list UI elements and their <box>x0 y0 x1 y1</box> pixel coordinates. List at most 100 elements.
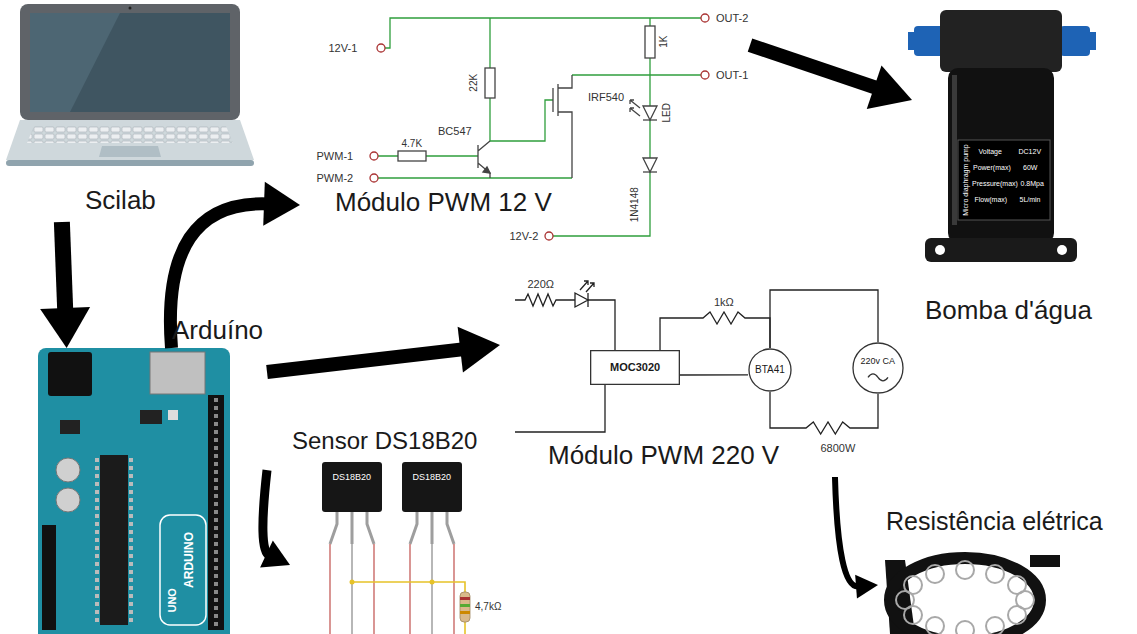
wire-connector <box>660 312 770 350</box>
node-caption: Arduíno <box>172 316 263 346</box>
arrow-stem <box>170 204 267 348</box>
wire <box>553 18 650 236</box>
led-symbol <box>643 106 657 120</box>
resistor-symbol <box>515 294 575 306</box>
ac-source-symbol: 220v CA <box>852 342 904 394</box>
label-holder: Pressure(max) <box>972 180 1018 188</box>
pump-foot <box>925 238 1077 262</box>
capacitor <box>56 488 80 512</box>
label-holder: BC547 <box>437 125 473 138</box>
terminal <box>377 44 385 52</box>
microcontroller-chip <box>100 455 128 625</box>
plate-text: 60W <box>1023 164 1037 172</box>
label-holder: 60W <box>1023 164 1037 172</box>
pwm-12v-module: Módulo PWM 12 V <box>300 0 750 245</box>
arduino-icon <box>38 348 230 634</box>
wire <box>515 385 605 432</box>
label-holder: 12V-1 <box>328 42 359 55</box>
plate-text: Pressure(max) <box>972 180 1018 188</box>
label-holder: LED <box>656 107 677 119</box>
label-holder: 220Ω <box>527 278 556 291</box>
pump-highlight <box>952 75 957 225</box>
led-light <box>580 281 594 292</box>
wire <box>352 544 432 634</box>
label-holder: IRF540 <box>587 91 625 104</box>
pump-photo <box>908 10 1096 262</box>
sensor-group: Sensor DS18B20DS18B20DS18B20 <box>290 425 500 634</box>
pump-head <box>940 10 1062 72</box>
resistor-value: 1K <box>658 35 670 49</box>
arrow-stem <box>62 222 65 312</box>
terminal-label: 12V-1 <box>328 42 359 55</box>
arrow-head <box>855 575 878 599</box>
terminal <box>370 152 378 160</box>
resistor-value: 22K <box>468 73 480 93</box>
pump-nipple <box>1086 32 1096 50</box>
symbol-circle <box>853 343 903 393</box>
wire <box>378 155 478 156</box>
node-caption: Bomba d'água <box>925 296 1092 326</box>
label-holder: PWM-1 <box>316 150 355 163</box>
laptop-keyboard <box>27 126 233 143</box>
sensor-wiring <box>330 512 470 634</box>
plate-text: 5L/min <box>1020 196 1041 204</box>
pin-header <box>208 395 224 630</box>
terminal-label: 12V-2 <box>509 230 540 243</box>
board-logo: ARDUINO <box>183 532 197 588</box>
node-caption: DS18B20 <box>333 472 372 482</box>
flow-arrow <box>260 470 290 567</box>
plate-text: 0.8Mpa <box>1021 180 1044 188</box>
terminal <box>701 14 709 22</box>
heating-element: Resistência elétrica <box>878 505 1134 634</box>
laptop-front <box>6 160 254 166</box>
wire <box>680 374 748 375</box>
mount-hole <box>1057 245 1067 255</box>
transistor-symbol <box>478 141 490 178</box>
terminal <box>370 174 378 182</box>
resistor-value: 220Ω <box>527 278 556 291</box>
node-caption: Módulo PWM 220 V <box>548 441 779 471</box>
symbol-circle <box>749 349 791 391</box>
optocoupler-box: MOC3020 <box>590 350 680 385</box>
node-caption: Sensor DS18B20 <box>292 427 477 455</box>
plate-text: Voltage <box>979 148 1002 156</box>
part-name: 1N4148 <box>628 186 640 223</box>
heater-coil <box>896 561 1034 634</box>
board-logo: UNO <box>166 588 179 612</box>
arduino-board: Arduíno <box>38 348 267 634</box>
arrow-stem <box>263 470 269 555</box>
flow-arrow <box>40 222 90 348</box>
arrow-stem <box>750 45 878 88</box>
label-holder: 4.7K <box>401 138 424 150</box>
arrow-head <box>40 307 90 348</box>
resistor-band <box>460 604 470 607</box>
terminal-label: OUT-1 <box>715 69 749 82</box>
logo-frame <box>160 515 206 625</box>
wire-connector <box>770 290 878 348</box>
header-pins <box>214 398 218 628</box>
pump-body <box>948 68 1054 243</box>
node-caption: Scilab <box>85 186 156 216</box>
water-pump: Bomba d'água <box>912 0 1134 345</box>
label-holder: PWM-2 <box>316 172 355 185</box>
wire <box>660 312 770 350</box>
terminal <box>545 232 553 240</box>
diode-bar <box>643 171 657 172</box>
edge-label: 1kΩ <box>713 296 735 309</box>
label-holder: Flow(max) <box>975 196 1008 204</box>
label-holder: 0.8Mpa <box>1021 180 1044 188</box>
resistor-band <box>460 597 470 600</box>
heater-ring <box>890 558 1040 634</box>
flow-arrow <box>835 477 878 599</box>
flow-arrow <box>170 182 300 348</box>
edge-label: 6800W <box>820 442 857 455</box>
mosfet-symbol <box>553 75 572 178</box>
chip-pins <box>95 458 99 622</box>
smd-part <box>168 410 178 420</box>
label-holder: 6800W <box>820 442 857 455</box>
capacitor <box>56 458 80 482</box>
pump-fitting <box>1060 26 1090 56</box>
wire <box>770 290 878 348</box>
laptop-group: Scilab <box>0 0 260 222</box>
arrow-head <box>458 327 500 373</box>
